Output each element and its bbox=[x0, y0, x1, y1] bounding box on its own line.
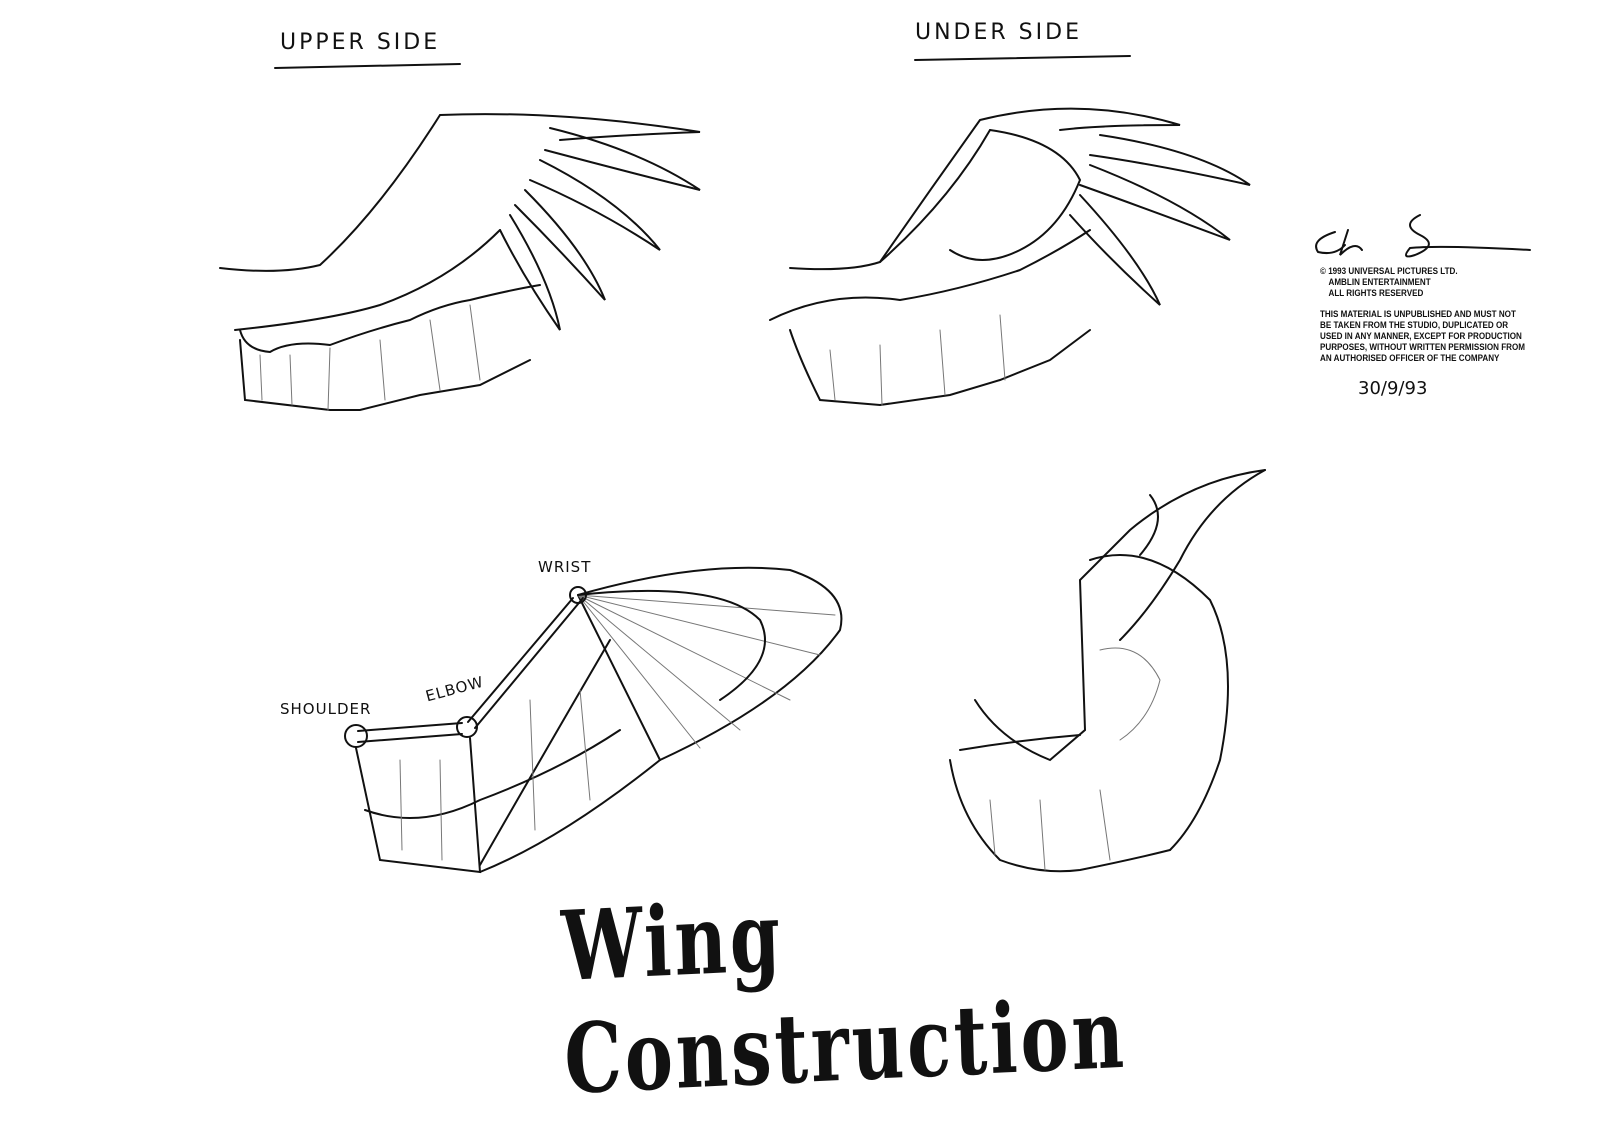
under-side-wing-drawing bbox=[769, 107, 1251, 407]
folded-wing-drawing bbox=[949, 469, 1266, 873]
copyright-notice: © 1993 UNIVERSAL PICTURES LTD. AMBLIN EN… bbox=[1320, 266, 1525, 364]
upper-side-heading: UPPER SIDE bbox=[280, 30, 441, 55]
wing-construction-diagram bbox=[344, 566, 843, 874]
shoulder-joint bbox=[344, 724, 368, 748]
copyright-line: AMBLIN ENTERTAINMENT bbox=[1328, 277, 1431, 288]
shoulder-label: SHOULDER bbox=[280, 700, 372, 718]
copyright-line: © 1993 UNIVERSAL PICTURES LTD. bbox=[1320, 266, 1458, 277]
sheet-title: Wing Construction bbox=[560, 879, 1129, 1116]
notice-line: BE TAKEN FROM THE STUDIO, DUPLICATED OR bbox=[1320, 320, 1509, 331]
notice-line: AN AUTHORISED OFFICER OF THE COMPANY bbox=[1320, 353, 1500, 364]
under-side-underline bbox=[914, 55, 1131, 61]
signature bbox=[1315, 214, 1531, 258]
elbow-joint bbox=[456, 716, 478, 738]
notice-line: PURPOSES, WITHOUT WRITTEN PERMISSION FRO… bbox=[1320, 342, 1526, 353]
upper-arm-bone bbox=[357, 722, 463, 732]
forearm-bone bbox=[467, 597, 574, 723]
notice-line: USED IN ANY MANNER, EXCEPT FOR PRODUCTIO… bbox=[1320, 331, 1522, 342]
wrist-label: WRIST bbox=[538, 558, 592, 576]
upper-side-underline bbox=[274, 63, 461, 69]
upper-side-wing-drawing bbox=[219, 113, 701, 411]
copyright-line: ALL RIGHTS RESERVED bbox=[1328, 288, 1424, 299]
notice-line: THIS MATERIAL IS UNPUBLISHED AND MUST NO… bbox=[1320, 309, 1516, 320]
under-side-heading: UNDER SIDE bbox=[915, 20, 1082, 45]
date: 30/9/93 bbox=[1358, 378, 1428, 399]
wrist-joint bbox=[569, 586, 587, 604]
